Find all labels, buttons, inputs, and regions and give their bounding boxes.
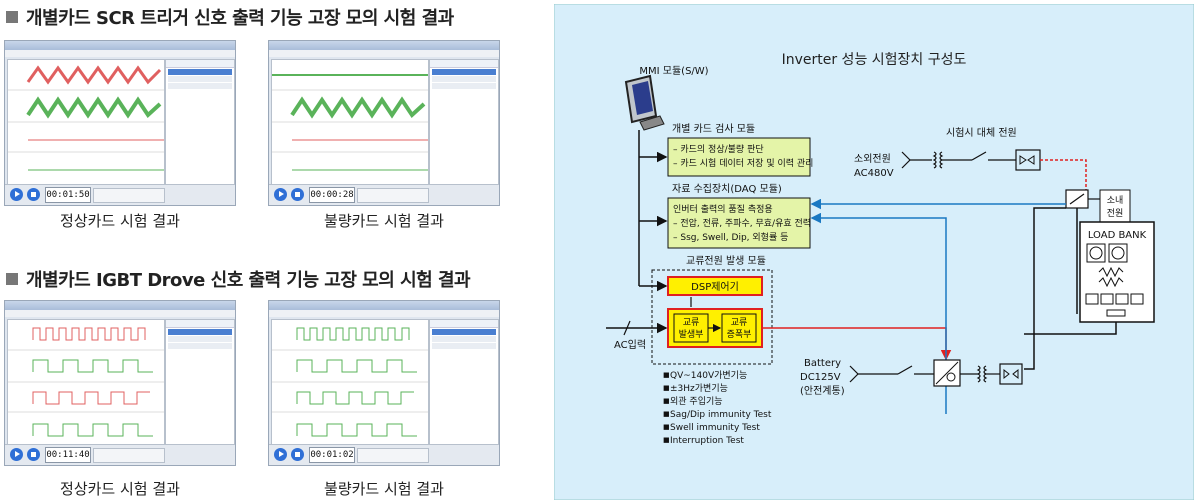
ac-gen-label-2: 발생부 bbox=[679, 329, 704, 340]
internal-power-label-2: 전원 bbox=[1107, 208, 1124, 219]
toolbar[interactable] bbox=[93, 448, 165, 463]
channel-list[interactable] bbox=[429, 59, 499, 187]
stop-button[interactable] bbox=[291, 448, 304, 461]
battery-label-3: (안전계통) bbox=[800, 385, 845, 397]
ac-gen-label-1: 교류 bbox=[683, 317, 700, 328]
toolbar[interactable] bbox=[357, 448, 429, 463]
caption-faulty-igbt: 불량카드 시험 결과 bbox=[268, 478, 500, 499]
svg-text:■: ■ bbox=[663, 410, 670, 418]
play-button[interactable] bbox=[10, 448, 23, 461]
internal-power-label-1: 소내 bbox=[1107, 195, 1124, 206]
waveform-plot bbox=[271, 319, 429, 447]
card-module-title: 개별 카드 검사 모듈 bbox=[672, 123, 755, 135]
svg-text:■: ■ bbox=[663, 384, 670, 392]
source-ac-label-2: AC480V bbox=[854, 168, 894, 179]
waveform-trace bbox=[33, 360, 153, 372]
channel-list[interactable] bbox=[165, 319, 235, 447]
ac-input-label: AC입력 bbox=[614, 338, 646, 351]
battery-label-1: Battery bbox=[804, 358, 841, 369]
screenshot-normal-igbt: 00:11:40 bbox=[4, 300, 236, 466]
feature-4: Sag/Dip immunity Test bbox=[670, 410, 772, 420]
elapsed-time: 00:01:50 bbox=[45, 187, 91, 203]
waveform-trace bbox=[297, 424, 417, 436]
inverter-test-diagram: Inverter 성능 시험장치 구성도 MMI 모듈(S/W) 개별 카드 검… bbox=[554, 4, 1194, 500]
waveform-plot bbox=[7, 59, 165, 187]
daq-line-3: – Ssg, Swell, Dip, 외형률 등 bbox=[673, 231, 788, 243]
waveform-chart bbox=[272, 320, 428, 446]
section-title-scr: 개별카드 SCR 트리거 신호 출력 기능 고장 모의 시험 결과 bbox=[6, 4, 454, 30]
play-button[interactable] bbox=[10, 188, 23, 201]
caption-faulty-scr: 불량카드 시험 결과 bbox=[268, 210, 500, 231]
feature-2: ±3Hz가변기능 bbox=[670, 383, 728, 394]
load-bank-label: LOAD BANK bbox=[1088, 230, 1147, 241]
waveform-trace bbox=[33, 424, 153, 436]
ac-module-title: 교류전원 발생 모듈 bbox=[686, 255, 766, 267]
screenshot-normal-scr: 00:01:50 bbox=[4, 40, 236, 206]
waveform-trace bbox=[33, 328, 145, 340]
caption-normal-scr: 정상카드 시험 결과 bbox=[4, 210, 236, 231]
control-bar: 00:11:40 bbox=[5, 444, 235, 465]
alt-power-label: 시험시 대체 전원 bbox=[946, 127, 1017, 139]
stop-button[interactable] bbox=[291, 188, 304, 201]
svg-text:■: ■ bbox=[663, 423, 670, 431]
screenshot-faulty-scr: 00:00:28 bbox=[268, 40, 500, 206]
load-bank-terminal bbox=[1107, 310, 1125, 316]
waveform-chart bbox=[8, 60, 164, 186]
waveform-plot bbox=[271, 59, 429, 187]
daq-line-1: 인버터 출력의 품질 측정용 bbox=[673, 203, 773, 215]
bullet-square-icon bbox=[6, 11, 18, 23]
control-bar: 00:00:28 bbox=[269, 184, 499, 205]
dsp-label: DSP제어기 bbox=[691, 281, 739, 293]
card-module-line-1: – 카드의 정상/불량 판단 bbox=[673, 143, 764, 155]
waveform-plot bbox=[7, 319, 165, 447]
feature-1: QV~140V가변기능 bbox=[670, 370, 747, 381]
ac-amp-label-1: 교류 bbox=[731, 317, 748, 328]
daq-title: 자료 수집장치(DAQ 모듈) bbox=[672, 183, 782, 195]
waveform-trace bbox=[297, 360, 417, 372]
elapsed-time: 00:01:02 bbox=[309, 447, 355, 463]
svg-text:■: ■ bbox=[663, 371, 670, 379]
play-button[interactable] bbox=[274, 448, 287, 461]
elapsed-time: 00:00:28 bbox=[309, 187, 355, 203]
bullet-square-icon bbox=[6, 273, 18, 285]
feature-3: 외관 주입기능 bbox=[670, 395, 723, 407]
stop-button[interactable] bbox=[27, 188, 40, 201]
screenshot-faulty-igbt: 00:01:02 bbox=[268, 300, 500, 466]
waveform-chart bbox=[272, 60, 428, 186]
toolbar[interactable] bbox=[357, 188, 429, 203]
caption-normal-igbt: 정상카드 시험 결과 bbox=[4, 478, 236, 499]
stop-button[interactable] bbox=[27, 448, 40, 461]
source-ac-label-1: 소외전원 bbox=[854, 153, 891, 165]
feature-6: Interruption Test bbox=[670, 436, 744, 446]
svg-text:■: ■ bbox=[663, 436, 670, 444]
card-module-line-2: – 카드 시험 데이터 저장 및 이력 관리 bbox=[673, 157, 813, 169]
section-title-igbt: 개별카드 IGBT Drove 신호 출력 기능 고장 모의 시험 결과 bbox=[6, 266, 470, 292]
waveform-trace bbox=[297, 392, 414, 404]
waveform-trace bbox=[28, 100, 160, 115]
channel-list[interactable] bbox=[429, 319, 499, 447]
waveform-chart bbox=[8, 320, 164, 446]
ac-amp-label-2: 증폭부 bbox=[727, 329, 752, 340]
play-button[interactable] bbox=[274, 188, 287, 201]
elapsed-time: 00:11:40 bbox=[45, 447, 91, 463]
toolbar[interactable] bbox=[93, 188, 165, 203]
control-bar: 00:01:50 bbox=[5, 184, 235, 205]
waveform-trace bbox=[297, 328, 409, 340]
channel-list[interactable] bbox=[165, 59, 235, 187]
control-bar: 00:01:02 bbox=[269, 444, 499, 465]
feature-5: Swell immunity Test bbox=[670, 423, 760, 433]
card-module-box bbox=[668, 138, 810, 176]
diagram-title: Inverter 성능 시험장치 구성도 bbox=[782, 52, 967, 68]
waveform-trace bbox=[33, 392, 150, 404]
battery-label-2: DC125V bbox=[800, 372, 841, 383]
waveform-trace bbox=[292, 100, 424, 115]
svg-text:■: ■ bbox=[663, 397, 670, 405]
daq-line-2: – 전압, 전류, 주파수, 무효/유효 전력 bbox=[673, 217, 811, 229]
